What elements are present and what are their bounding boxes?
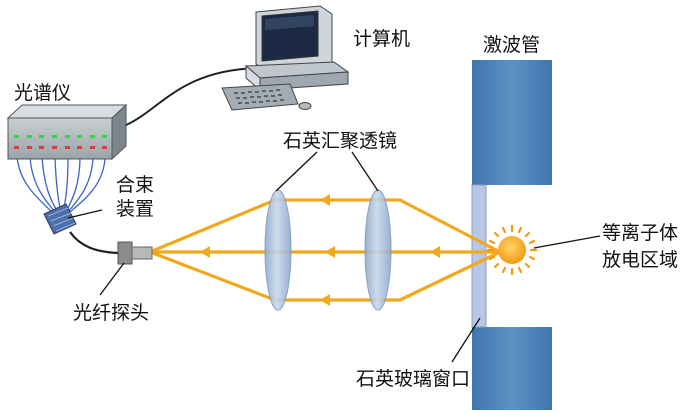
quartz-lens-right — [364, 189, 392, 311]
computer-cable — [125, 67, 259, 126]
combiner-device — [43, 203, 77, 235]
plasma-label-line2: 放电区域 — [602, 249, 679, 271]
leader-combiner — [67, 209, 103, 219]
computer-icon — [221, 5, 350, 111]
fiber-probe — [117, 241, 153, 265]
shock-tube — [471, 60, 552, 410]
leader-lens-left — [275, 151, 318, 192]
spectrometer-label: 光谱仪 — [14, 82, 72, 104]
fiber-bundle — [16, 156, 106, 213]
fiber-probe-label: 光纤探头 — [73, 302, 150, 324]
plasma-icon — [486, 224, 538, 276]
arrow-upper — [320, 194, 330, 206]
quartz-glass-window — [471, 184, 487, 328]
quartz-lens-left — [264, 189, 292, 311]
plasma-label-line1: 等离子体 — [602, 222, 679, 244]
window-label: 石英玻璃窗口 — [356, 368, 471, 390]
beam-upper — [149, 198, 501, 254]
spectrometer — [6, 103, 128, 161]
leader-lens-right — [351, 151, 379, 192]
fiber-cable — [69, 231, 119, 255]
combiner-label-line1: 合束 — [116, 174, 155, 196]
leader-lines — [67, 151, 601, 363]
leader-fiber-probe — [99, 262, 125, 296]
arrow-middle-center — [325, 246, 335, 258]
light-beams — [149, 198, 501, 302]
arrow-middle-left — [200, 246, 210, 258]
beam-lower — [149, 250, 501, 302]
combiner-label-line2: 装置 — [116, 198, 155, 220]
beam-arrows — [200, 194, 440, 306]
lens-label: 石英汇聚透镜 — [283, 130, 398, 152]
leader-window — [451, 317, 481, 363]
arrow-middle-right — [430, 246, 440, 258]
leader-plasma — [533, 235, 601, 249]
shock-tube-label: 激波管 — [483, 34, 541, 56]
arrow-lower — [320, 294, 330, 306]
spectrometer-leds — [14, 135, 107, 149]
computer-label: 计算机 — [353, 28, 411, 50]
